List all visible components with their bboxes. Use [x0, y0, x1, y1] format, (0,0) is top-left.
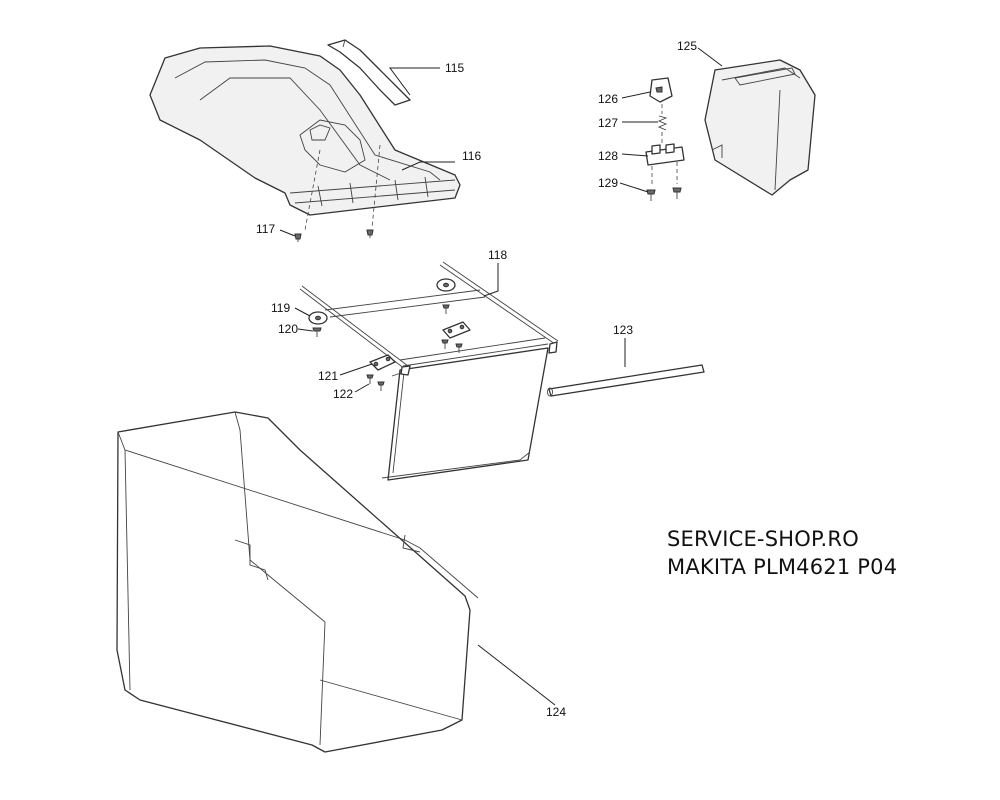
part-125-chute-flap [704, 59, 816, 196]
part-118-frame [299, 261, 559, 481]
part-117-screws [294, 229, 374, 242]
part-124-grass-bag [116, 411, 479, 753]
part-119-washer [308, 311, 328, 325]
callout-124: 124 [546, 705, 566, 719]
callout-118: 118 [488, 248, 507, 262]
callout-123: 123 [613, 323, 633, 337]
part-122-screws [366, 304, 463, 391]
part-123-rod [547, 364, 705, 397]
part-116-catcher-cover [149, 45, 461, 231]
frame-washer [436, 278, 456, 292]
leader-lines [279, 47, 723, 706]
caption-model-code: MAKITA PLM4621 P04 [667, 555, 898, 579]
part-121-brackets [369, 321, 471, 371]
part-127-spring [657, 115, 668, 143]
part-120-screw [312, 327, 322, 337]
callout-labels: 115 116 117 118 119 120 121 122 123 124 … [256, 39, 697, 719]
part-128-latch-base [645, 143, 685, 186]
callout-121: 121 [318, 369, 338, 383]
callout-116: 116 [462, 149, 481, 163]
callout-120: 120 [278, 322, 298, 336]
callout-126: 126 [598, 92, 618, 106]
callout-122: 122 [333, 387, 353, 401]
callout-128: 128 [598, 149, 618, 163]
part-129-screws [646, 187, 682, 201]
part-115-handle-strip [327, 39, 411, 106]
callout-115: 115 [445, 61, 464, 75]
caption-service-shop: SERVICE-SHOP.RO [667, 527, 859, 551]
part-126-latch [649, 77, 673, 114]
callout-129: 129 [598, 176, 618, 190]
callout-117: 117 [256, 222, 275, 236]
callout-119: 119 [271, 301, 290, 315]
callout-127: 127 [598, 116, 618, 130]
callout-125: 125 [677, 39, 697, 53]
